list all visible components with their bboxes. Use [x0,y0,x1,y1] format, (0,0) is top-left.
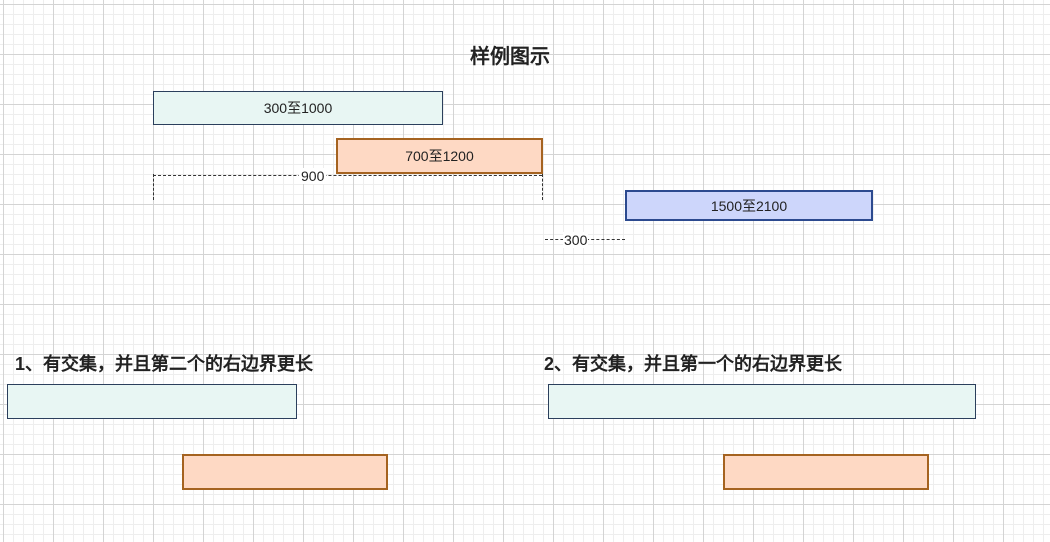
interval-1500-2100: 1500至2100 [625,190,873,221]
interval-300-1000: 300至1000 [153,91,443,125]
interval-700-1200: 700至1200 [336,138,543,174]
span-left-tick [153,174,154,200]
interval-label: 300至1000 [263,100,333,116]
case2-heading: 2、有交集，并且第一个的右边界更长 [544,354,843,374]
case1-heading: 1、有交集，并且第二个的右边界更长 [15,354,314,374]
case1-second-interval [182,454,388,490]
interval-label: 1500至2100 [710,197,788,214]
diagram-title: 样例图示 [470,46,550,68]
span-measure-label: 900 [299,168,327,184]
gap-measure-label: 300 [563,232,589,248]
case1-first-interval [7,384,297,419]
span-dimension-line [153,175,542,176]
case2-second-interval [723,454,929,490]
interval-label: 700至1200 [405,148,474,164]
span-right-tick [542,174,543,200]
case2-first-interval [548,384,976,419]
